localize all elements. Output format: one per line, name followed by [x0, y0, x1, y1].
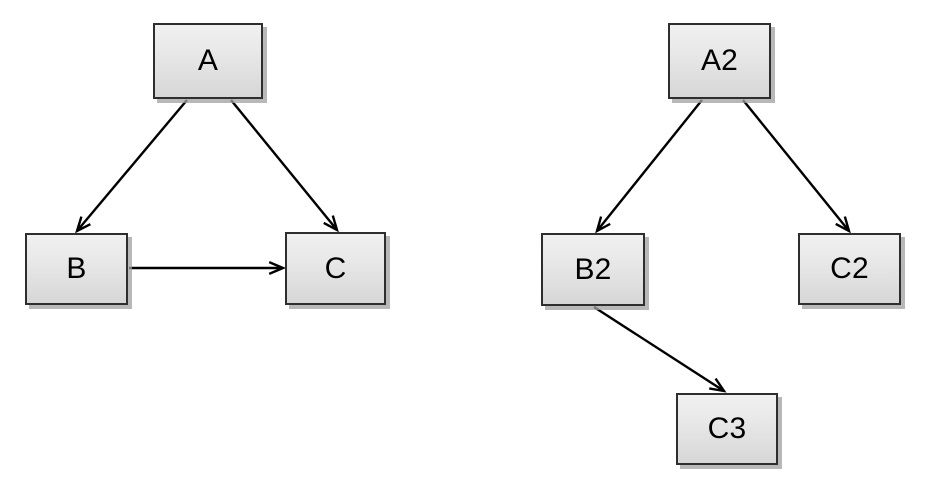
arrowhead-icon [595, 216, 611, 234]
node-c3[interactable]: C3 [676, 393, 778, 465]
edge-a2-to-c2 [742, 99, 851, 234]
edge-b2-to-c3 [593, 305, 727, 393]
edge-line [76, 99, 188, 232]
edge-line [596, 99, 703, 232]
arrowhead-icon [75, 216, 91, 234]
arrowhead-icon [709, 377, 727, 393]
edge-line [593, 305, 725, 393]
edge-b-to-c [129, 261, 287, 275]
node-label: B2 [574, 252, 612, 286]
edge-a2-to-b2 [595, 99, 703, 234]
node-b[interactable]: B [25, 233, 128, 305]
node-label: A [197, 44, 219, 77]
arrowhead-icon [323, 215, 339, 233]
node-c2[interactable]: C2 [798, 233, 901, 305]
edge-line [230, 99, 338, 231]
node-label: B [66, 252, 87, 285]
node-a2[interactable]: A2 [668, 23, 771, 99]
edge-a-to-b [75, 99, 188, 234]
node-a[interactable]: A [153, 23, 263, 99]
arrowhead-icon [835, 216, 851, 234]
edge-line [742, 99, 850, 232]
node-c[interactable]: C [285, 232, 386, 305]
node-label: A2 [700, 44, 739, 77]
edge-a-to-c [230, 99, 339, 233]
node-b2[interactable]: B2 [541, 233, 645, 306]
node-label: C [324, 251, 347, 285]
node-label: C2 [830, 252, 869, 285]
arrowhead-icon [268, 261, 287, 275]
node-label: C3 [707, 412, 747, 445]
